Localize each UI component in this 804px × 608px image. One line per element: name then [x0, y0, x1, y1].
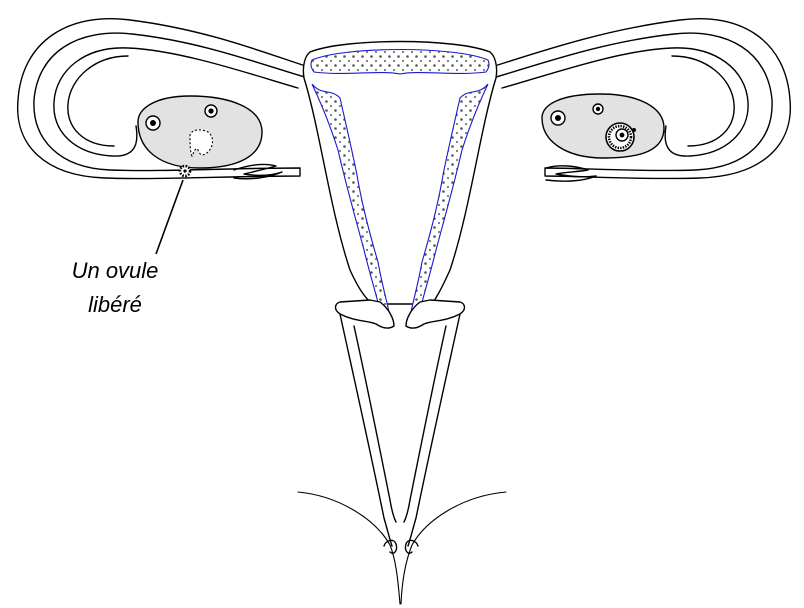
left-ovary: [138, 96, 262, 176]
follicle-icon: [205, 105, 217, 117]
right-ovary: [542, 94, 664, 158]
follicle-icon: [551, 111, 565, 125]
vulva: [298, 492, 506, 604]
follicle-icon: [146, 116, 160, 130]
ovum-icon: [180, 166, 190, 176]
ovum-annotation-label: Un ovule libéré: [30, 254, 200, 322]
ovum-annotation-line1: Un ovule: [30, 254, 200, 288]
ovum-pointer-line: [156, 180, 183, 254]
uterus: [303, 42, 496, 305]
ovum-annotation-line2: libéré: [30, 288, 200, 322]
vagina: [340, 314, 460, 546]
follicle-icon: [593, 104, 603, 114]
